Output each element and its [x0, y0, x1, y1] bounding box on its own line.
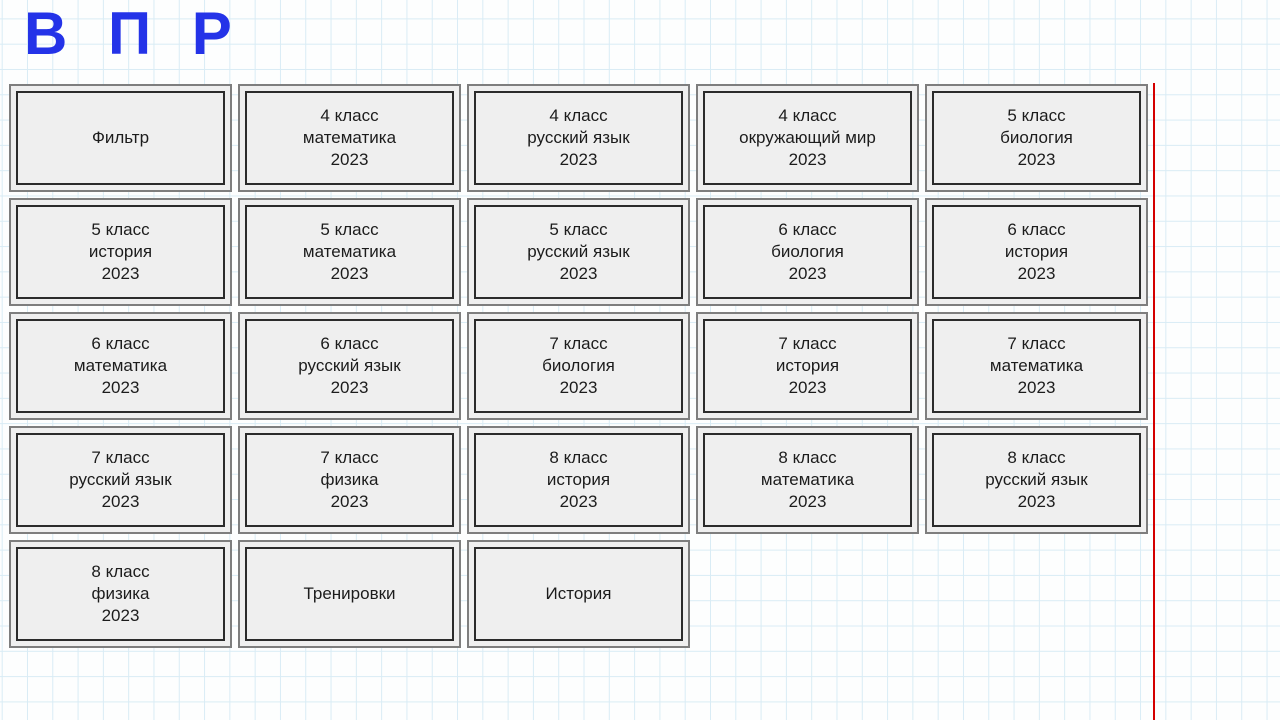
vpr-button-frame: История	[474, 547, 683, 641]
vpr-button-label: Фильтр	[91, 128, 150, 147]
vpr-button-history[interactable]: История	[467, 540, 690, 648]
vpr-button-frame: Фильтр	[16, 91, 225, 185]
red-margin-line	[1153, 83, 1155, 720]
vpr-button-trainings[interactable]: Тренировки	[238, 540, 461, 648]
app-title: В П Р	[24, 0, 244, 67]
vpr-button-label: Тренировки	[303, 584, 396, 603]
vpr-button-label: История	[545, 584, 612, 603]
vpr-button-filter[interactable]: Фильтр	[9, 84, 232, 192]
vpr-button-frame: Тренировки	[245, 547, 454, 641]
